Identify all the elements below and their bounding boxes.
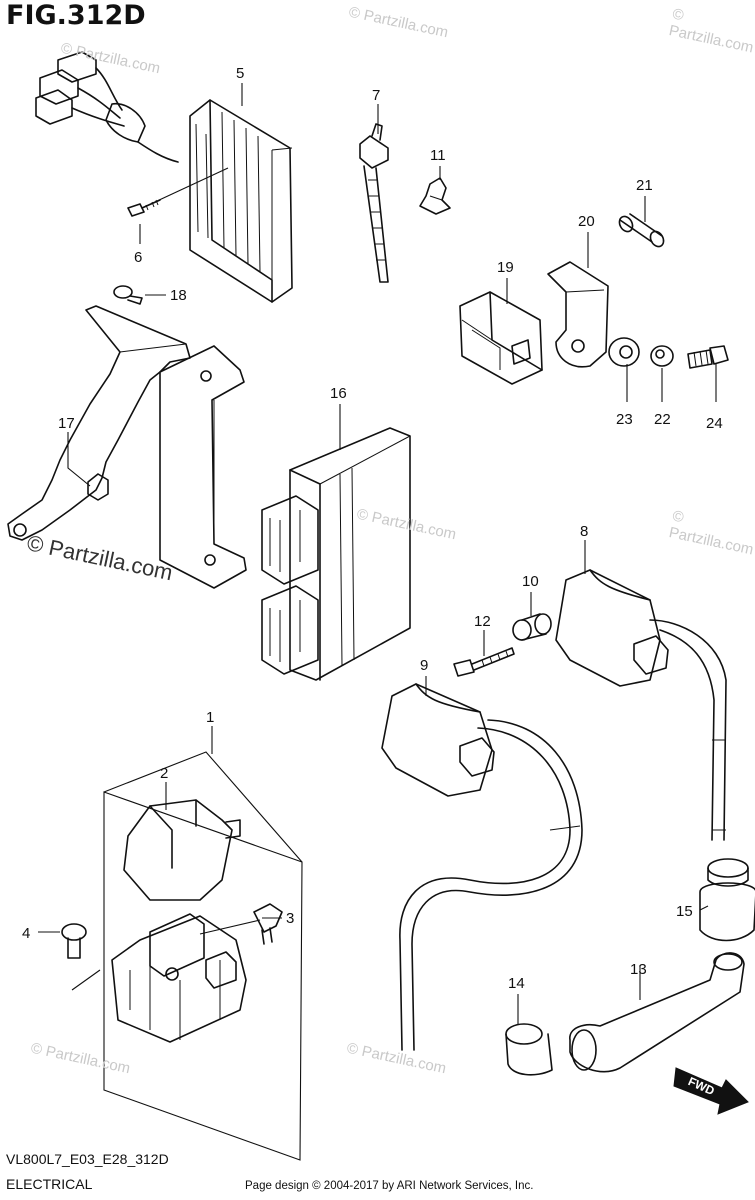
regulator-rectifier (35, 51, 293, 303)
bracket-20 (547, 261, 609, 368)
callout-20: 20 (578, 213, 595, 230)
callout-19: 19 (497, 259, 514, 276)
callout-4: 4 (22, 925, 30, 942)
boot-13 (569, 952, 745, 1073)
leader-lines (38, 83, 717, 1024)
callout-18: 18 (170, 287, 187, 304)
callout-9: 9 (420, 657, 428, 674)
grommet-23 (608, 337, 640, 367)
screw-18 (113, 285, 143, 305)
callout-8: 8 (580, 523, 588, 540)
ecm-16 (261, 427, 411, 681)
callout-12: 12 (474, 613, 491, 630)
callout-15: 15 (676, 903, 693, 920)
callout-7: 7 (372, 87, 380, 104)
footer-category: ELECTRICAL (6, 1176, 93, 1192)
ring-14 (505, 1023, 553, 1076)
callout-5: 5 (236, 65, 244, 82)
callout-17: 17 (58, 415, 75, 432)
callout-14: 14 (508, 975, 525, 992)
clip (419, 177, 451, 215)
callout-13: 13 (630, 961, 647, 978)
callout-11: 11 (430, 147, 446, 164)
callout-numbers: 5 7 11 21 20 6 19 18 16 23 22 24 17 8 10… (22, 65, 723, 992)
callout-1: 1 (206, 709, 214, 726)
bolt-12 (453, 647, 515, 677)
ignition-coil-8 (555, 569, 727, 841)
figure-title: FIG.312D (6, 0, 146, 31)
callout-23: 23 (616, 411, 633, 428)
footer-fig-code: VL800L7_E03_E28_312D (6, 1151, 169, 1167)
bolt-24 (687, 345, 729, 369)
callout-24: 24 (706, 415, 723, 432)
spacer-10 (512, 613, 552, 641)
relay-19 (459, 291, 543, 385)
callout-2: 2 (160, 765, 168, 782)
collar-22 (650, 345, 674, 367)
ignition-coil-9 (381, 683, 583, 1051)
plug-cap-15 (699, 858, 755, 942)
callout-6: 6 (134, 249, 142, 266)
cable-tie (359, 123, 389, 283)
callout-16: 16 (330, 385, 347, 402)
callout-22: 22 (654, 411, 671, 428)
fuse-box-assembly-1 (61, 751, 303, 1161)
callout-3: 3 (286, 910, 294, 927)
spacer-tube (618, 213, 665, 248)
footer-copyright: Page design © 2004-2017 by ARI Network S… (245, 1180, 534, 1192)
fwd-arrow: FWD (673, 1067, 749, 1115)
callout-10: 10 (522, 573, 539, 590)
callout-21: 21 (636, 177, 653, 194)
